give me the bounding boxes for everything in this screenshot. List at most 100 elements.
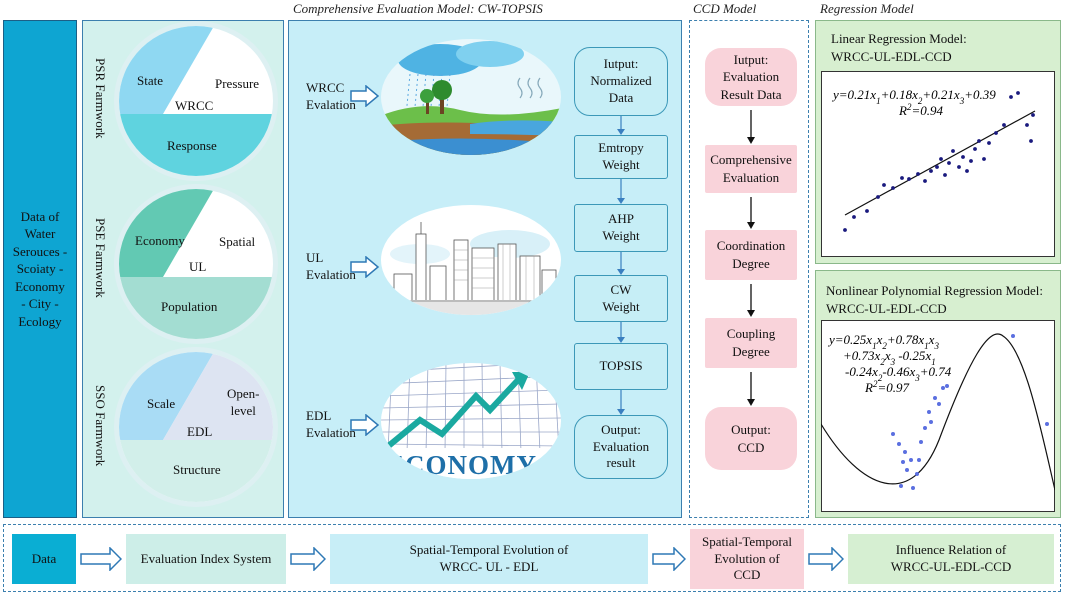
bottom-flow-frame: [3, 524, 1061, 592]
psr-framework-label: PSR Farmwork: [93, 58, 108, 139]
pse-population-label: Population: [161, 299, 218, 314]
linear-scatter-point: [1002, 123, 1006, 127]
ul-arrow-icon: [350, 256, 380, 278]
linear-scatter-point: [865, 209, 869, 213]
linear-scatter-point: [1031, 113, 1035, 117]
ccd-panel: [689, 20, 809, 518]
cw-flow-arrowhead: [617, 129, 625, 135]
nonlinear-scatter-point: [933, 396, 937, 400]
linear-scatter-point: [973, 147, 977, 151]
linear-scatter-point: [935, 165, 939, 169]
ccd-flow-step-5: Output:CCD: [705, 407, 797, 470]
cw-flow-arrowhead: [617, 337, 625, 343]
nonlinear-equation-line1: y=0.25x1x2+0.78x1x3: [827, 332, 939, 351]
linear-regression-title: Linear Regression Model:WRCC-UL-EDL-CCD: [831, 31, 967, 64]
nonlinear-regression-title: Nonlinear Polynomial Regression Model:WR…: [826, 283, 1044, 316]
nonlinear-scatter-point: [899, 484, 903, 488]
sso-center-label: EDL: [187, 424, 213, 439]
regression-model-header: Regression Model: [820, 1, 914, 16]
psr-pressure-label: Pressure: [215, 76, 260, 91]
linear-scatter-point: [1009, 95, 1013, 99]
bottom-flow-arrow-icon: [652, 547, 686, 571]
nonlinear-r2: R2=0.97: [864, 379, 909, 395]
sso-framework-circle: Scale Open-level EDL Structure: [114, 347, 278, 507]
ccd-flow-arrowhead: [747, 310, 755, 317]
cw-flow-arrowhead: [617, 269, 625, 275]
linear-r2: R2=0.94: [898, 102, 943, 118]
linear-scatter-point: [852, 215, 856, 219]
linear-scatter-point: [843, 228, 847, 232]
linear-scatter-point: [957, 165, 961, 169]
nonlinear-scatter-point: [911, 486, 915, 490]
linear-scatter-point: [965, 169, 969, 173]
nonlinear-scatter-point: [929, 420, 933, 424]
nonlinear-scatter-point: [903, 450, 907, 454]
linear-scatter-point: [1029, 139, 1033, 143]
linear-scatter-point: [929, 169, 933, 173]
nonlinear-scatter-point: [905, 468, 909, 472]
sso-structure-label: Structure: [173, 462, 221, 477]
pse-framework-circle: Economy Spatial UL Population: [114, 184, 278, 344]
nonlinear-scatter-point: [915, 472, 919, 476]
linear-scatter-point: [987, 141, 991, 145]
psr-state-label: State: [137, 73, 163, 88]
linear-scatter-point: [876, 195, 880, 199]
linear-regression-plot: y=0.21x1+0.18x2+0.21x3+0.39 R2=0.94: [821, 71, 1055, 257]
linear-scatter-point: [900, 176, 904, 180]
nonlinear-scatter-point: [1011, 334, 1015, 338]
linear-scatter-point: [882, 183, 886, 187]
linear-scatter-point: [969, 159, 973, 163]
nonlinear-scatter-point: [923, 426, 927, 430]
nonlinear-scatter-point: [937, 402, 941, 406]
water-cycle-illustration: [381, 39, 561, 155]
bottom-flow-arrow-icon: [808, 547, 844, 571]
linear-scatter-point: [982, 157, 986, 161]
pse-framework-label: PSE Farmwork: [93, 218, 108, 298]
pse-spatial-label: Spatial: [219, 234, 256, 249]
ccd-flow-arrowhead: [747, 137, 755, 144]
wrcc-arrow-icon: [350, 85, 380, 107]
nonlinear-scatter-point: [945, 384, 949, 388]
city-skyline-illustration: [381, 205, 561, 315]
linear-scatter-point: [951, 149, 955, 153]
linear-scatter-point: [1016, 91, 1020, 95]
psr-center-label: WRCC: [175, 98, 214, 113]
cw-flow-arrowhead: [617, 409, 625, 415]
bottom-flow-step-1: Data: [12, 534, 76, 584]
nonlinear-scatter-point: [927, 410, 931, 414]
sso-openlevel-label: Open-level: [227, 386, 260, 418]
economy-growth-illustration: ECONOMY: [381, 363, 561, 479]
linear-scatter-point: [947, 161, 951, 165]
linear-scatter-point: [891, 186, 895, 190]
bottom-flow-arrow-icon: [80, 547, 122, 571]
nonlinear-scatter-point: [901, 460, 905, 464]
pse-triangle-graphic: [119, 189, 273, 339]
nonlinear-scatter-point: [919, 440, 923, 444]
linear-scatter-point: [907, 177, 911, 181]
nonlinear-equation-line2: +0.73x2x3 -0.25x1: [843, 348, 936, 367]
linear-equation: y=0.21x1+0.18x2+0.21x3+0.39: [831, 87, 996, 106]
nonlinear-scatter-point: [1045, 422, 1049, 426]
sso-scale-label: Scale: [147, 396, 176, 411]
nonlinear-fit-curve: [821, 333, 1055, 491]
psr-response-label: Response: [167, 138, 217, 153]
cw-flow-step-5: TOPSIS: [574, 343, 668, 390]
linear-scatter-point: [939, 157, 943, 161]
linear-scatter-point: [977, 139, 981, 143]
nonlinear-scatter-point: [891, 432, 895, 436]
